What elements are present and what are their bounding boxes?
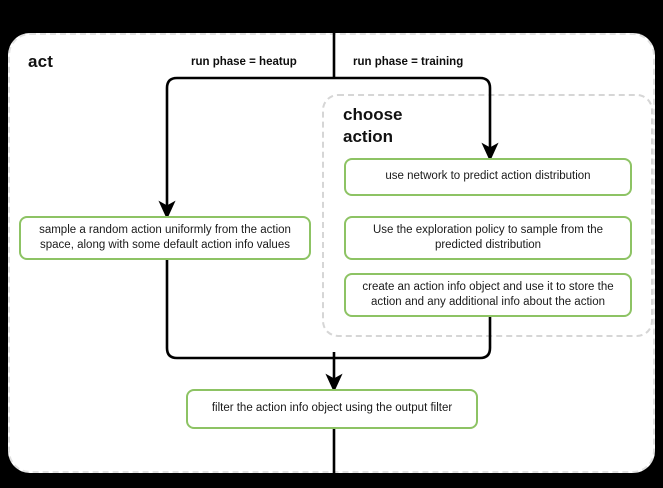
node-sample-random-action-label: sample a random action uniformly from th… [39,223,291,251]
act-title: act [28,52,54,71]
edge-label-training: run phase = training [353,56,464,68]
choose-action-title-line2: action [343,126,394,146]
node-use-network[interactable]: use network to predict action distributi… [344,158,632,196]
choose-action-title: choose action [343,104,473,148]
node-filter-action-info-label: filter the action info object using the … [211,402,453,415]
choose-action-title-line1: choose [343,105,403,124]
node-exploration-policy-label: Use the exploration policy to sample fro… [372,223,604,251]
node-exploration-policy[interactable]: Use the exploration policy to sample fro… [344,216,632,260]
node-sample-random-action[interactable]: sample a random action uniformly from th… [19,216,311,260]
node-create-action-info-label: create an action info object and use it … [362,280,614,308]
node-use-network-label: use network to predict action distributi… [385,170,591,183]
node-create-action-info[interactable]: create an action info object and use it … [344,273,632,317]
node-filter-action-info[interactable]: filter the action info object using the … [186,389,478,429]
edge-label-heatup: run phase = heatup [191,56,297,68]
